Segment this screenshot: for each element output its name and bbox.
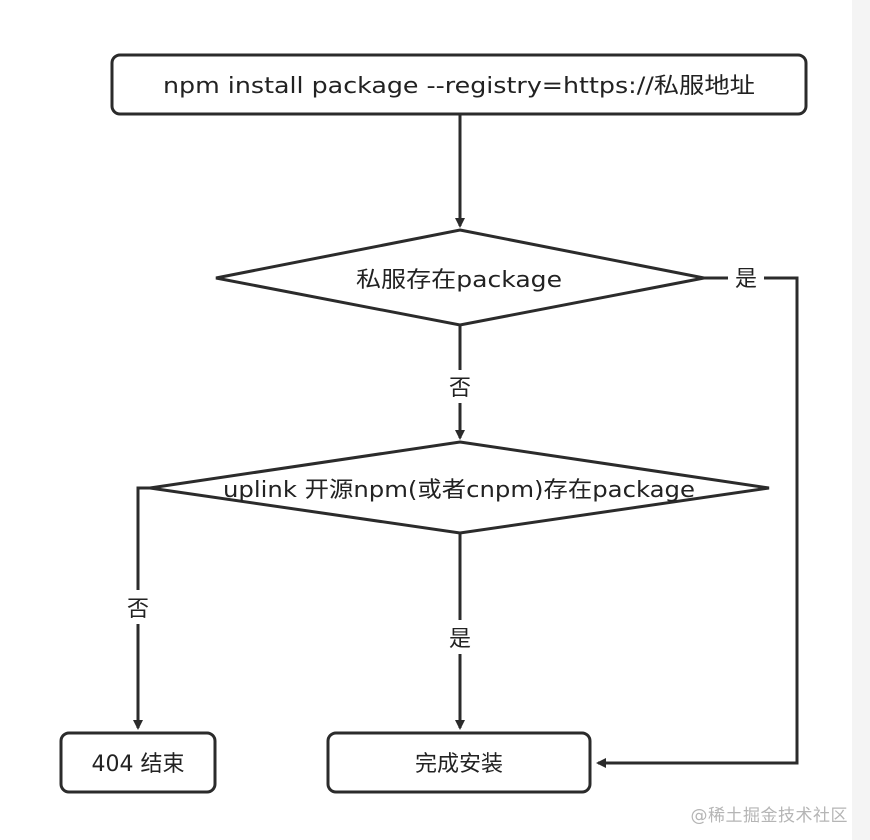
node-end-404: 404 结束 (59, 731, 217, 794)
node-end-install: 完成安装 (326, 731, 592, 794)
node-decision-uplink-label: uplink 开源npm(或者cnpm)存在package (223, 478, 695, 503)
node-end-404-box (59, 731, 217, 794)
node-end-install-label: 完成安装 (415, 752, 503, 777)
page-edge-strip (852, 0, 870, 840)
node-start-label: npm install package --registry=https://私… (163, 74, 755, 99)
node-decision-uplink: uplink 开源npm(或者cnpm)存在package (149, 440, 770, 535)
edges (133, 114, 799, 768)
edge-label-private-yes: 是 (735, 267, 757, 292)
node-end-install-box (326, 731, 592, 794)
edge-uplink-no (136, 486, 150, 590)
node-decision-private-shape (215, 228, 705, 327)
watermark: @稀土掘金技术社区 (690, 806, 848, 826)
node-start-box (110, 53, 808, 116)
node-end-404-label: 404 结束 (92, 752, 185, 777)
node-decision-private-label: 私服存在package (356, 268, 562, 293)
node-start: npm install package --registry=https://私… (110, 53, 808, 116)
edge-private-yes-route (596, 276, 799, 768)
edge-label-uplink-no: 否 (127, 597, 149, 622)
edge-label-private-no: 否 (449, 376, 471, 401)
node-decision-uplink-shape (149, 440, 770, 535)
edge-label-uplink-yes: 是 (449, 627, 471, 652)
node-decision-private: 私服存在package (215, 228, 705, 327)
